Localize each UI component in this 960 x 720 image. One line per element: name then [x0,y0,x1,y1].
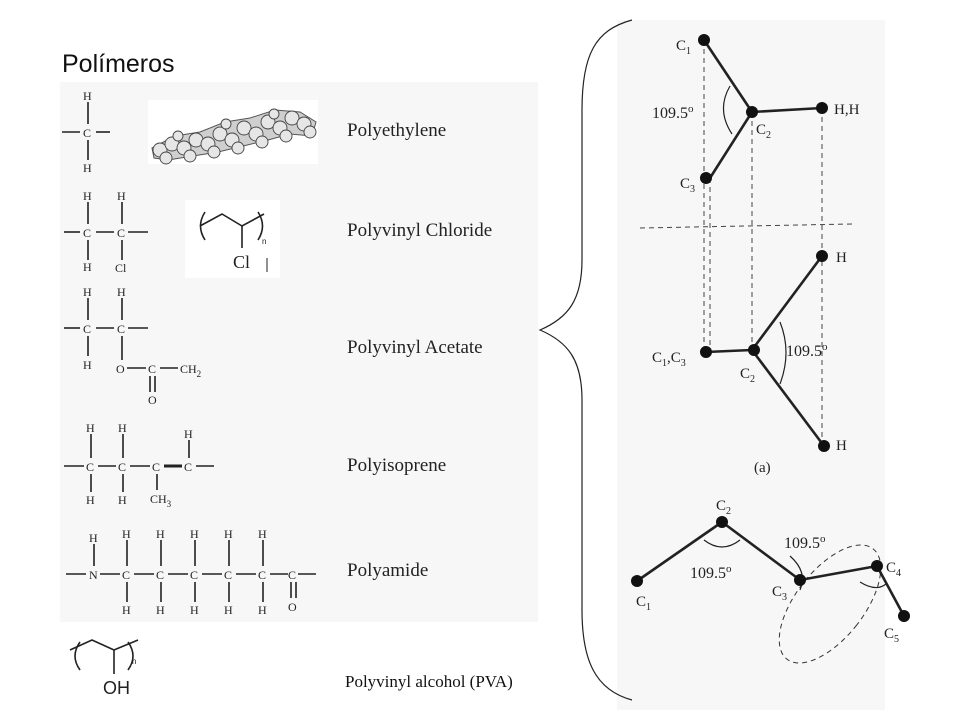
atom-label: C [83,126,91,140]
atom-label: C [190,568,198,582]
pva-skeletal-formula: n OH [69,639,139,698]
hydroxyl-label: OH [103,678,130,698]
atom-h-label: H [836,250,847,266]
atom-label: O [116,362,125,376]
conformation-panel [617,20,885,710]
repeat-subscript: n [132,657,136,666]
atom-label: C [86,460,94,474]
atom-label: H [122,603,131,617]
atom-label: C [224,568,232,582]
atom-label: C [258,568,266,582]
atom-label: H [190,603,199,617]
polymer-name-polyamide: Polyamide [347,560,429,581]
repeat-subscript: n [262,237,266,246]
zigzag-chain: C1 C2 C3 C4 C5 109.5o 109.5o [631,498,910,664]
atom-label: C [152,460,160,474]
atom-label: H [83,161,92,175]
atom-label: C [184,460,192,474]
atom-label: CH3 [150,492,172,509]
atom-label: CH2 [180,362,201,379]
atom-label: N [89,568,98,582]
polymer-name-pvac: Polyvinyl Acetate [347,337,483,358]
atom-label: O [288,600,297,614]
atom-label: O [148,393,157,407]
atom-hh-label: H,H [834,102,860,118]
bond-angle-label: 109.5o [786,341,828,360]
atom-c2-label: C2 [756,122,771,141]
atom-label: C [117,226,125,240]
atom-label: H [86,421,95,435]
bond-angle-label: 109.5o [652,103,694,122]
atom-label: H [89,531,98,545]
atom-label: H [117,285,126,299]
atom-label: H [117,189,126,203]
atom-label: H [258,603,267,617]
atom-label: C [148,362,156,376]
atom-label: H [156,527,165,541]
pva-caption: Polyvinyl alcohol (PVA) [345,672,513,691]
polymer-name-polyisoprene: Polyisoprene [347,455,447,476]
atom-label: H [156,603,165,617]
pvc-skeletal-formula: n Cl [185,200,280,278]
atom-label: C [156,568,164,582]
chlorine-label: Cl [233,252,250,272]
bond-angle-label: 109.5o [784,533,826,552]
atom-label: H [224,603,233,617]
atom-label: H [122,527,131,541]
atom-label: H [224,527,233,541]
atom-label: Cl [115,261,127,275]
slide-title: Polímeros [62,50,175,78]
atom-c3-label: C3 [772,584,787,603]
atom-label: C [117,322,125,336]
atom-label: C [122,568,130,582]
atom-label: H [83,260,92,274]
polyethylene-chain-model [148,100,318,165]
atom-label: H [86,493,95,507]
atom-label: H [184,427,193,441]
atom-label: H [258,527,267,541]
atom-c3-label: C3 [680,176,695,195]
atom-label: C [83,322,91,336]
atom-label: C [118,460,126,474]
atom-label: H [118,421,127,435]
atom-label: H [83,285,92,299]
atom-c5-label: C5 [884,626,899,645]
atom-label: H [118,493,127,507]
curly-brace [538,19,633,701]
polymer-table [60,82,538,622]
atom-h-label: H [836,438,847,454]
atom-label: H [83,358,92,372]
atom-label: H [190,527,199,541]
atom-c1c3-label: C1,C3 [652,350,686,369]
polymer-name-polyethylene: Polyethylene [347,120,447,141]
atom-c2-label: C2 [740,366,755,385]
atom-label: C [83,226,91,240]
atom-c4-label: C4 [886,560,901,579]
bond-angle-label: 109.5o [690,563,732,582]
atom-c1-label: C1 [676,38,691,57]
polymer-name-pvc: Polyvinyl Chloride [347,220,493,241]
atom-c2-label: C2 [716,498,731,517]
diagram-a-label: (a) [754,460,771,476]
atom-label: H [83,189,92,203]
atom-c1-label: C1 [636,594,651,613]
atom-label: C [288,568,296,582]
atom-label: H [83,89,92,103]
